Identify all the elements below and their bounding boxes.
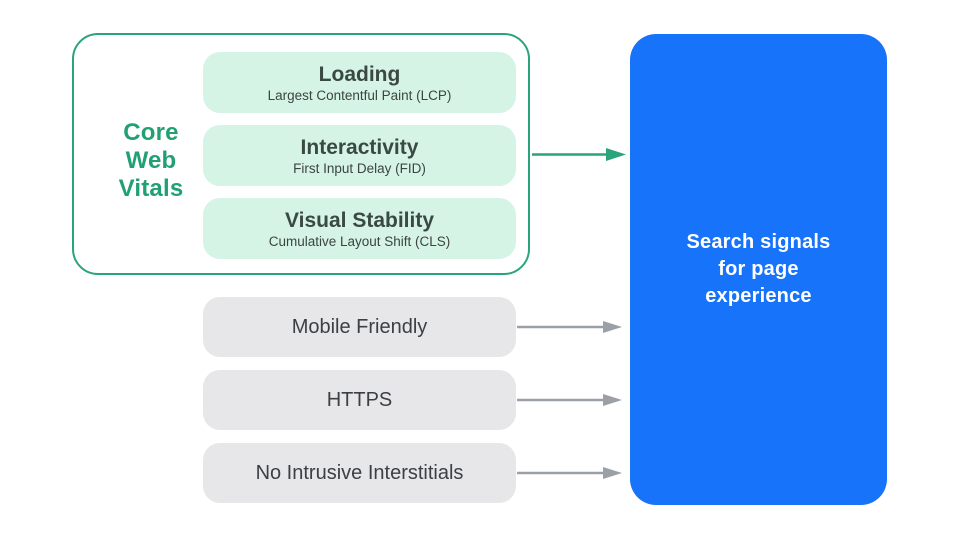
arrow-right-green-icon [532, 148, 626, 161]
vital-pill-loading: Loading Largest Contentful Paint (LCP) [203, 52, 516, 113]
arrow-right-gray-icon [517, 394, 622, 406]
vital-pill-interactivity: Interactivity First Input Delay (FID) [203, 125, 516, 186]
vital-title: Loading [318, 62, 401, 86]
vital-subtitle: Largest Contentful Paint (LCP) [267, 87, 452, 103]
vital-subtitle: First Input Delay (FID) [293, 160, 426, 176]
signal-label: Mobile Friendly [291, 315, 428, 338]
signal-pill-mobile-friendly: Mobile Friendly [203, 297, 516, 357]
vital-subtitle: Cumulative Layout Shift (CLS) [268, 233, 451, 249]
arrow-right-gray-icon [517, 321, 622, 333]
signal-label: No Intrusive Interstitials [255, 461, 464, 484]
vital-title: Visual Stability [285, 208, 434, 232]
search-signals-box: Search signals for page experience [630, 34, 887, 505]
search-signals-title: Search signals for page experience [686, 231, 831, 307]
vital-pill-visual-stability: Visual Stability Cumulative Layout Shift… [203, 198, 516, 259]
core-web-vitals-label: Core Web Vitals [118, 119, 184, 202]
arrow-right-gray-icon [517, 467, 622, 479]
signal-pill-https: HTTPS [203, 370, 516, 430]
signal-pill-no-intrusive-interstitials: No Intrusive Interstitials [203, 443, 516, 503]
vital-title: Interactivity [300, 135, 419, 159]
signal-label: HTTPS [326, 388, 393, 411]
